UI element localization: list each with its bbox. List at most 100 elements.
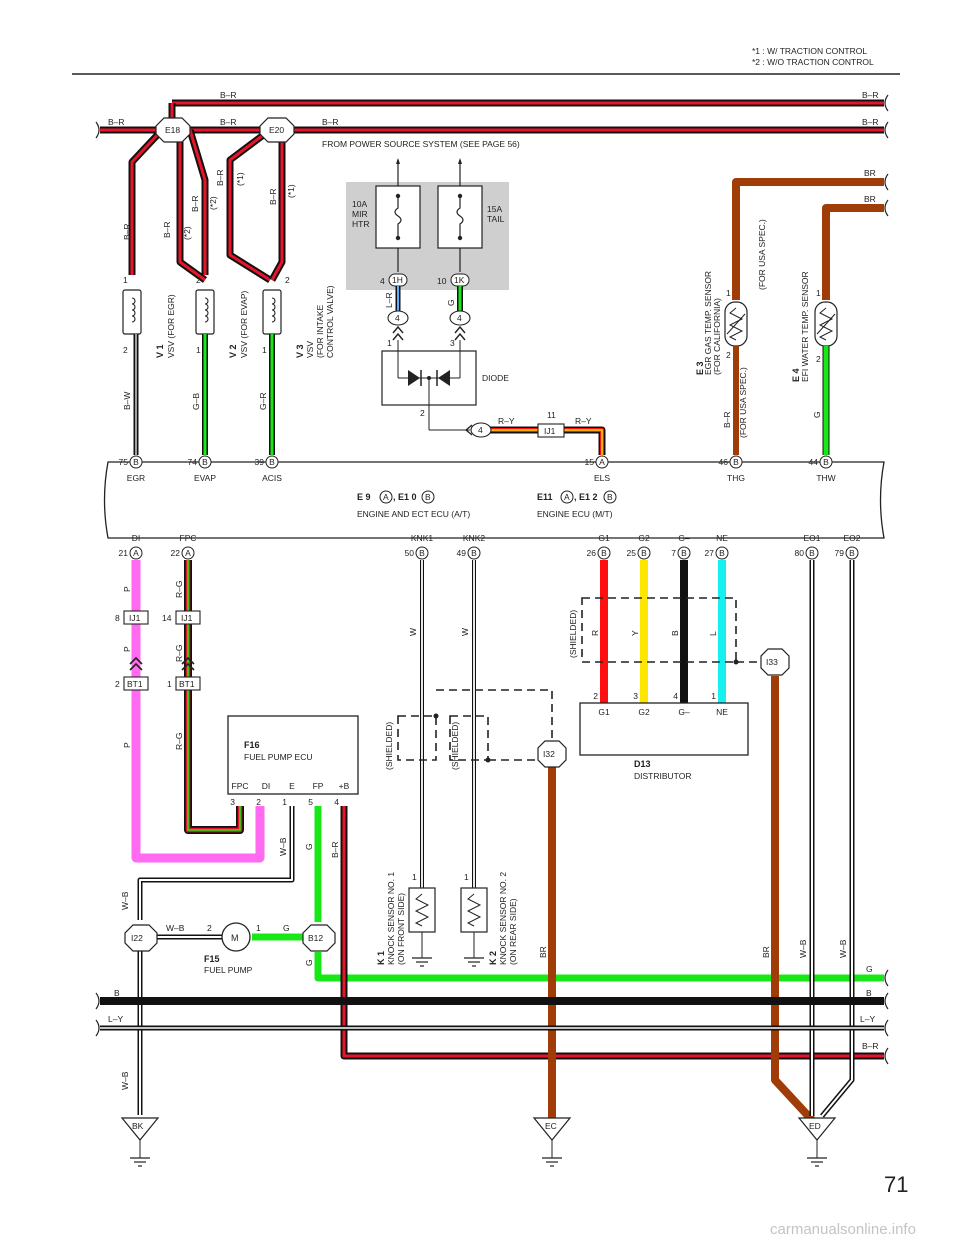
ground-wire-ed: [771, 560, 855, 1123]
knock-wires: [420, 560, 476, 888]
connector-arrow: [392, 325, 404, 341]
connector-letter: B: [809, 548, 815, 558]
wire-label: B–R: [220, 90, 237, 100]
distributor-pin: 1: [711, 691, 716, 701]
svg-text:ENGINE AND ECT ECU (A/T): ENGINE AND ECT ECU (A/T): [357, 509, 470, 519]
pin-number: 49: [457, 548, 467, 558]
knock-sensor-k1: 1 K 1 KNOCK SENSOR NO. 1 (ON FRONT SIDE): [376, 872, 436, 967]
svg-text:1: 1: [123, 275, 128, 285]
connector-circle: [715, 546, 729, 560]
svg-text:K 2: K 2: [488, 951, 498, 965]
power-source-note: FROM POWER SOURCE SYSTEM (SEE PAGE 56): [322, 139, 520, 149]
fp-ecu-terminal-name: DI: [262, 781, 271, 791]
terminal-name: G–: [678, 533, 690, 543]
fp-ecu-terminal-name: +B: [339, 781, 350, 791]
sensor-e4: 1 2 E 4 EFI WATER TEMP. SENSOR: [791, 271, 838, 382]
svg-text:E18: E18: [165, 125, 180, 135]
pin-label: 2: [115, 679, 120, 689]
diode-pin: 2: [420, 408, 425, 418]
shield-lines-distributor: [581, 597, 766, 663]
fp-ecu-pin: 1: [282, 797, 287, 807]
connector-circle: [845, 546, 859, 560]
svg-text:F15: F15: [204, 954, 220, 964]
knock-sensor-k2: 1 K 2 KNOCK SENSOR NO. 2 (ON REAR SIDE): [460, 872, 518, 967]
pin-number: 15: [585, 457, 595, 467]
shielded-label: (SHIELDED): [568, 610, 578, 658]
junction-4a: 4: [387, 310, 409, 326]
connector-b12: B12: [302, 924, 336, 952]
shielded-label: (SHIELDED): [450, 722, 460, 770]
page-number: 71: [884, 1172, 908, 1197]
sensor-e3: 1 2 E 3 EGR GAS TEMP. SENSOR (FOR CALIFO…: [695, 219, 767, 438]
connector-e18: E18: [155, 117, 191, 143]
wire-label: R–G: [174, 733, 184, 750]
svg-text:VSV (FOR EGR): VSV (FOR EGR): [166, 294, 176, 358]
svg-text:(FOR CALIFORNIA): (FOR CALIFORNIA): [712, 298, 722, 375]
connector-arrow: [454, 325, 466, 341]
wire-label: B–R: [162, 221, 172, 238]
wire-label: W: [408, 628, 418, 636]
terminal-name: KNK1: [411, 533, 433, 543]
wire-label: R: [590, 630, 600, 636]
wire-label: BR: [761, 946, 771, 958]
terminal-name: FPC: [180, 533, 197, 543]
svg-text:4: 4: [395, 313, 400, 323]
wire-label: B–R: [122, 223, 132, 240]
wire-label: R–G: [174, 645, 184, 662]
br-wires-right: [732, 173, 889, 300]
terminal-name: DI: [132, 533, 141, 543]
svg-text:2: 2: [816, 354, 821, 364]
fuel-pump-ecu: F16 FUEL PUMP ECU: [227, 715, 359, 795]
pin-label: 14: [162, 613, 172, 623]
svg-text:A: A: [564, 492, 570, 502]
svg-text:M: M: [231, 933, 239, 943]
wire-label: B: [114, 988, 120, 998]
connector-bt1-b: [175, 676, 201, 691]
pin-number: 74: [188, 457, 198, 467]
fuse-tail: 15A TAIL 10 1K: [437, 158, 505, 287]
svg-text:V 3: V 3: [295, 344, 305, 358]
terminal-name: EGR: [127, 473, 145, 483]
svg-text:IJ1: IJ1: [544, 426, 556, 436]
connector-circle: [597, 546, 611, 560]
connector-circle: [819, 455, 833, 469]
connector-ij1-a: [123, 610, 149, 625]
wire-label: G: [866, 964, 873, 974]
ground-bk: BK: [120, 1117, 160, 1167]
wire-label: P: [122, 586, 132, 592]
svg-text:(FOR INTAKE: (FOR INTAKE: [315, 304, 325, 358]
terminal-name: NE: [716, 533, 728, 543]
fuse-box: [346, 182, 509, 290]
pin-label: 1: [167, 679, 172, 689]
fp-wire-g: [252, 806, 884, 982]
svg-text:VSV: VSV: [305, 341, 315, 358]
wire-label: BR: [864, 168, 876, 178]
connector-letter: B: [719, 548, 725, 558]
wire-label: B–R: [108, 117, 125, 127]
svg-text:11: 11: [547, 410, 556, 420]
wire-label: G: [283, 923, 290, 933]
wire-label: W–B: [120, 1071, 130, 1090]
connector-bt1-a-label: BT1: [127, 679, 143, 689]
pin-label: 8: [115, 613, 120, 623]
connector-ij1-c: IJ1 11: [537, 410, 565, 438]
vsv-v1: 1 2 V 1 VSV (FOR EGR): [122, 275, 176, 358]
connector-letter: B: [269, 457, 275, 467]
pin-number: 21: [119, 548, 129, 558]
svg-text:F16: F16: [244, 740, 260, 750]
svg-text:EC: EC: [545, 1121, 557, 1131]
plus-b-wire: [340, 806, 884, 1060]
connector-ij1-a-label: IJ1: [129, 613, 141, 623]
svg-text:I33: I33: [766, 657, 778, 667]
svg-text:B: B: [607, 492, 613, 502]
